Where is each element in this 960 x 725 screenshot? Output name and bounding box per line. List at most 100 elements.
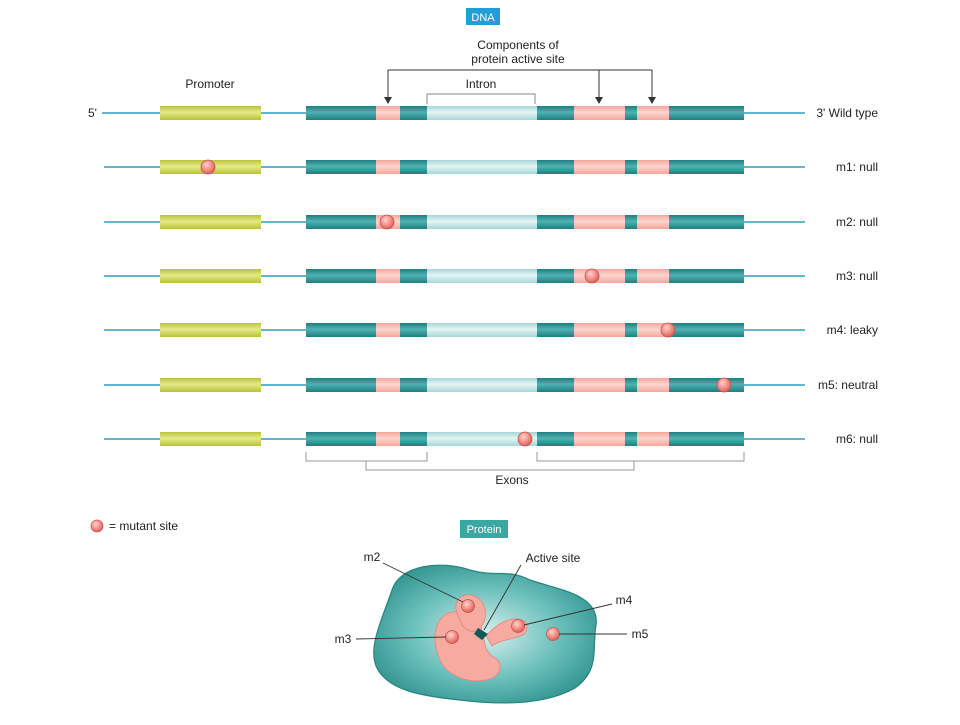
exon3-segment: [669, 106, 744, 120]
exon2-segment: [537, 106, 574, 120]
exon1-segment: [306, 378, 376, 392]
exons-bracket: [305, 452, 745, 471]
exon2b-segment: [625, 215, 637, 229]
protein-badge-box: [460, 520, 508, 538]
exon1-segment: [306, 160, 376, 174]
active-site-1-segment: [376, 106, 400, 120]
promoter-segment: [160, 378, 261, 392]
intron-segment: [427, 160, 537, 174]
components-label-line1: Components of: [477, 38, 559, 52]
exon2b-segment: [625, 160, 637, 174]
intron-segment: [427, 269, 537, 283]
exon2-segment: [537, 432, 574, 446]
exon1-segment: [306, 106, 376, 120]
dna-row: m5: neutral: [104, 377, 878, 393]
legend-mutant-dot: [90, 519, 104, 533]
active-site-cleft: [474, 628, 488, 640]
intron-bracket: [426, 93, 536, 104]
protein-structure: [373, 564, 597, 704]
exon3-segment: [669, 269, 744, 283]
active-site-2-segment: [574, 323, 625, 337]
exon2b-segment: [625, 323, 637, 337]
exon1b-segment: [400, 106, 427, 120]
mutant-site-marker: [716, 377, 732, 393]
dna-row: m2: null: [104, 214, 878, 230]
row-label: m1: null: [836, 160, 878, 174]
mutant-site-marker: [660, 322, 676, 338]
exon2-segment: [537, 160, 574, 174]
dna-row: m4: leaky: [104, 322, 878, 338]
components-label-line2: protein active site: [471, 52, 565, 66]
intron-segment: [427, 106, 537, 120]
promoter-label: Promoter: [185, 77, 234, 91]
dna-rows: 3' Wild type m1: null m2: null m3: null m4: …: [102, 106, 878, 447]
exon1b-segment: [400, 432, 427, 446]
exon2b-segment: [625, 269, 637, 283]
mutant-site-marker: [200, 159, 216, 175]
mutant-site-marker: [517, 431, 533, 447]
components-arrowheads: [384, 97, 656, 104]
row-label: m3: null: [836, 269, 878, 283]
legend-label: = mutant site: [109, 519, 178, 533]
dna-row: m6: null: [104, 431, 878, 447]
active-site-3-segment: [637, 432, 669, 446]
exon1b-segment: [400, 269, 427, 283]
exon2-segment: [537, 378, 574, 392]
exon1-segment: [306, 269, 376, 283]
active-site-1-segment: [376, 378, 400, 392]
active-site-2-segment: [574, 432, 625, 446]
intron-segment: [427, 215, 537, 229]
dna-badge-box: [466, 8, 500, 25]
exon2-segment: [537, 215, 574, 229]
exon3-segment: [669, 160, 744, 174]
protein-mutation-m5: [546, 627, 560, 641]
protein-label-m4: m4: [616, 593, 633, 607]
intron-segment: [427, 432, 537, 446]
protein-mutation-m2: [461, 599, 475, 613]
active-site-1-segment: [376, 323, 400, 337]
protein-label-m3: m3: [335, 632, 352, 646]
active-site-3-segment: [637, 269, 669, 283]
promoter-segment: [160, 215, 261, 229]
exon1b-segment: [400, 160, 427, 174]
row-label: m5: neutral: [818, 378, 878, 392]
dna-row: m3: null: [104, 268, 878, 284]
intron-label: Intron: [466, 77, 497, 91]
exon3-segment: [669, 323, 744, 337]
active-site-1-segment: [376, 269, 400, 283]
exon3-segment: [669, 215, 744, 229]
components-bracket: [387, 69, 653, 103]
exon1-segment: [306, 215, 376, 229]
exon2b-segment: [625, 432, 637, 446]
mutant-site-marker: [584, 268, 600, 284]
exon2-segment: [537, 269, 574, 283]
row-label: m4: leaky: [827, 323, 878, 337]
dna-badge: DNA: [471, 12, 495, 24]
dna-row: m1: null: [104, 159, 878, 175]
active-site-1-segment: [376, 160, 400, 174]
exons-label: Exons: [495, 473, 528, 487]
active-site-2-segment: [574, 378, 625, 392]
mutant-site-marker: [379, 214, 395, 230]
active-site-3-segment: [637, 160, 669, 174]
active-site-2-segment: [574, 269, 625, 283]
exon2-segment: [537, 323, 574, 337]
dna-row: 3' Wild type: [102, 106, 878, 120]
active-site-2-segment: [574, 106, 625, 120]
promoter-segment: [160, 106, 261, 120]
intron-segment: [427, 378, 537, 392]
exon3-segment: [669, 378, 744, 392]
promoter-segment: [160, 323, 261, 337]
intron-segment: [427, 323, 537, 337]
exon2b-segment: [625, 378, 637, 392]
active-site-3-segment: [637, 323, 669, 337]
exon1b-segment: [400, 378, 427, 392]
promoter-segment: [160, 269, 261, 283]
protein-label-m5: m5: [632, 627, 649, 641]
active-site-label: Active site: [526, 551, 581, 565]
exon3-segment: [669, 432, 744, 446]
active-site-2-segment: [574, 160, 625, 174]
exon1b-segment: [400, 323, 427, 337]
